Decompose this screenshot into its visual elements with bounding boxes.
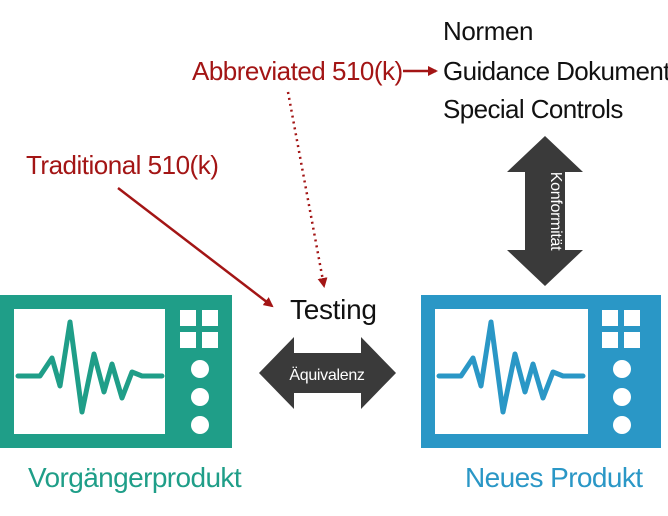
testing-label: Testing [290, 294, 377, 325]
normen-label: Normen [443, 16, 534, 46]
traditional-510k-label: Traditional 510(k) [26, 150, 219, 180]
equivalence-double-arrow [259, 337, 396, 409]
abbreviated-510k-label: Abbreviated 510(k) [192, 56, 403, 86]
predecessor-product-label: Vorgängerprodukt [28, 462, 242, 493]
conformity-double-arrow [507, 136, 583, 286]
special-controls-label: Special Controls [443, 94, 623, 124]
new-device-icon [421, 295, 661, 448]
new-product-label: Neues Produkt [465, 462, 643, 493]
conformity-label: Konformität [547, 172, 564, 251]
abbreviated-dotted-arrow [286, 91, 328, 288]
predecessor-device-icon [0, 295, 232, 448]
traditional-arrow [117, 187, 274, 308]
equivalence-label: Äquivalenz [289, 366, 365, 384]
guidance-documents-label: Guidance Dokumente [443, 56, 668, 86]
